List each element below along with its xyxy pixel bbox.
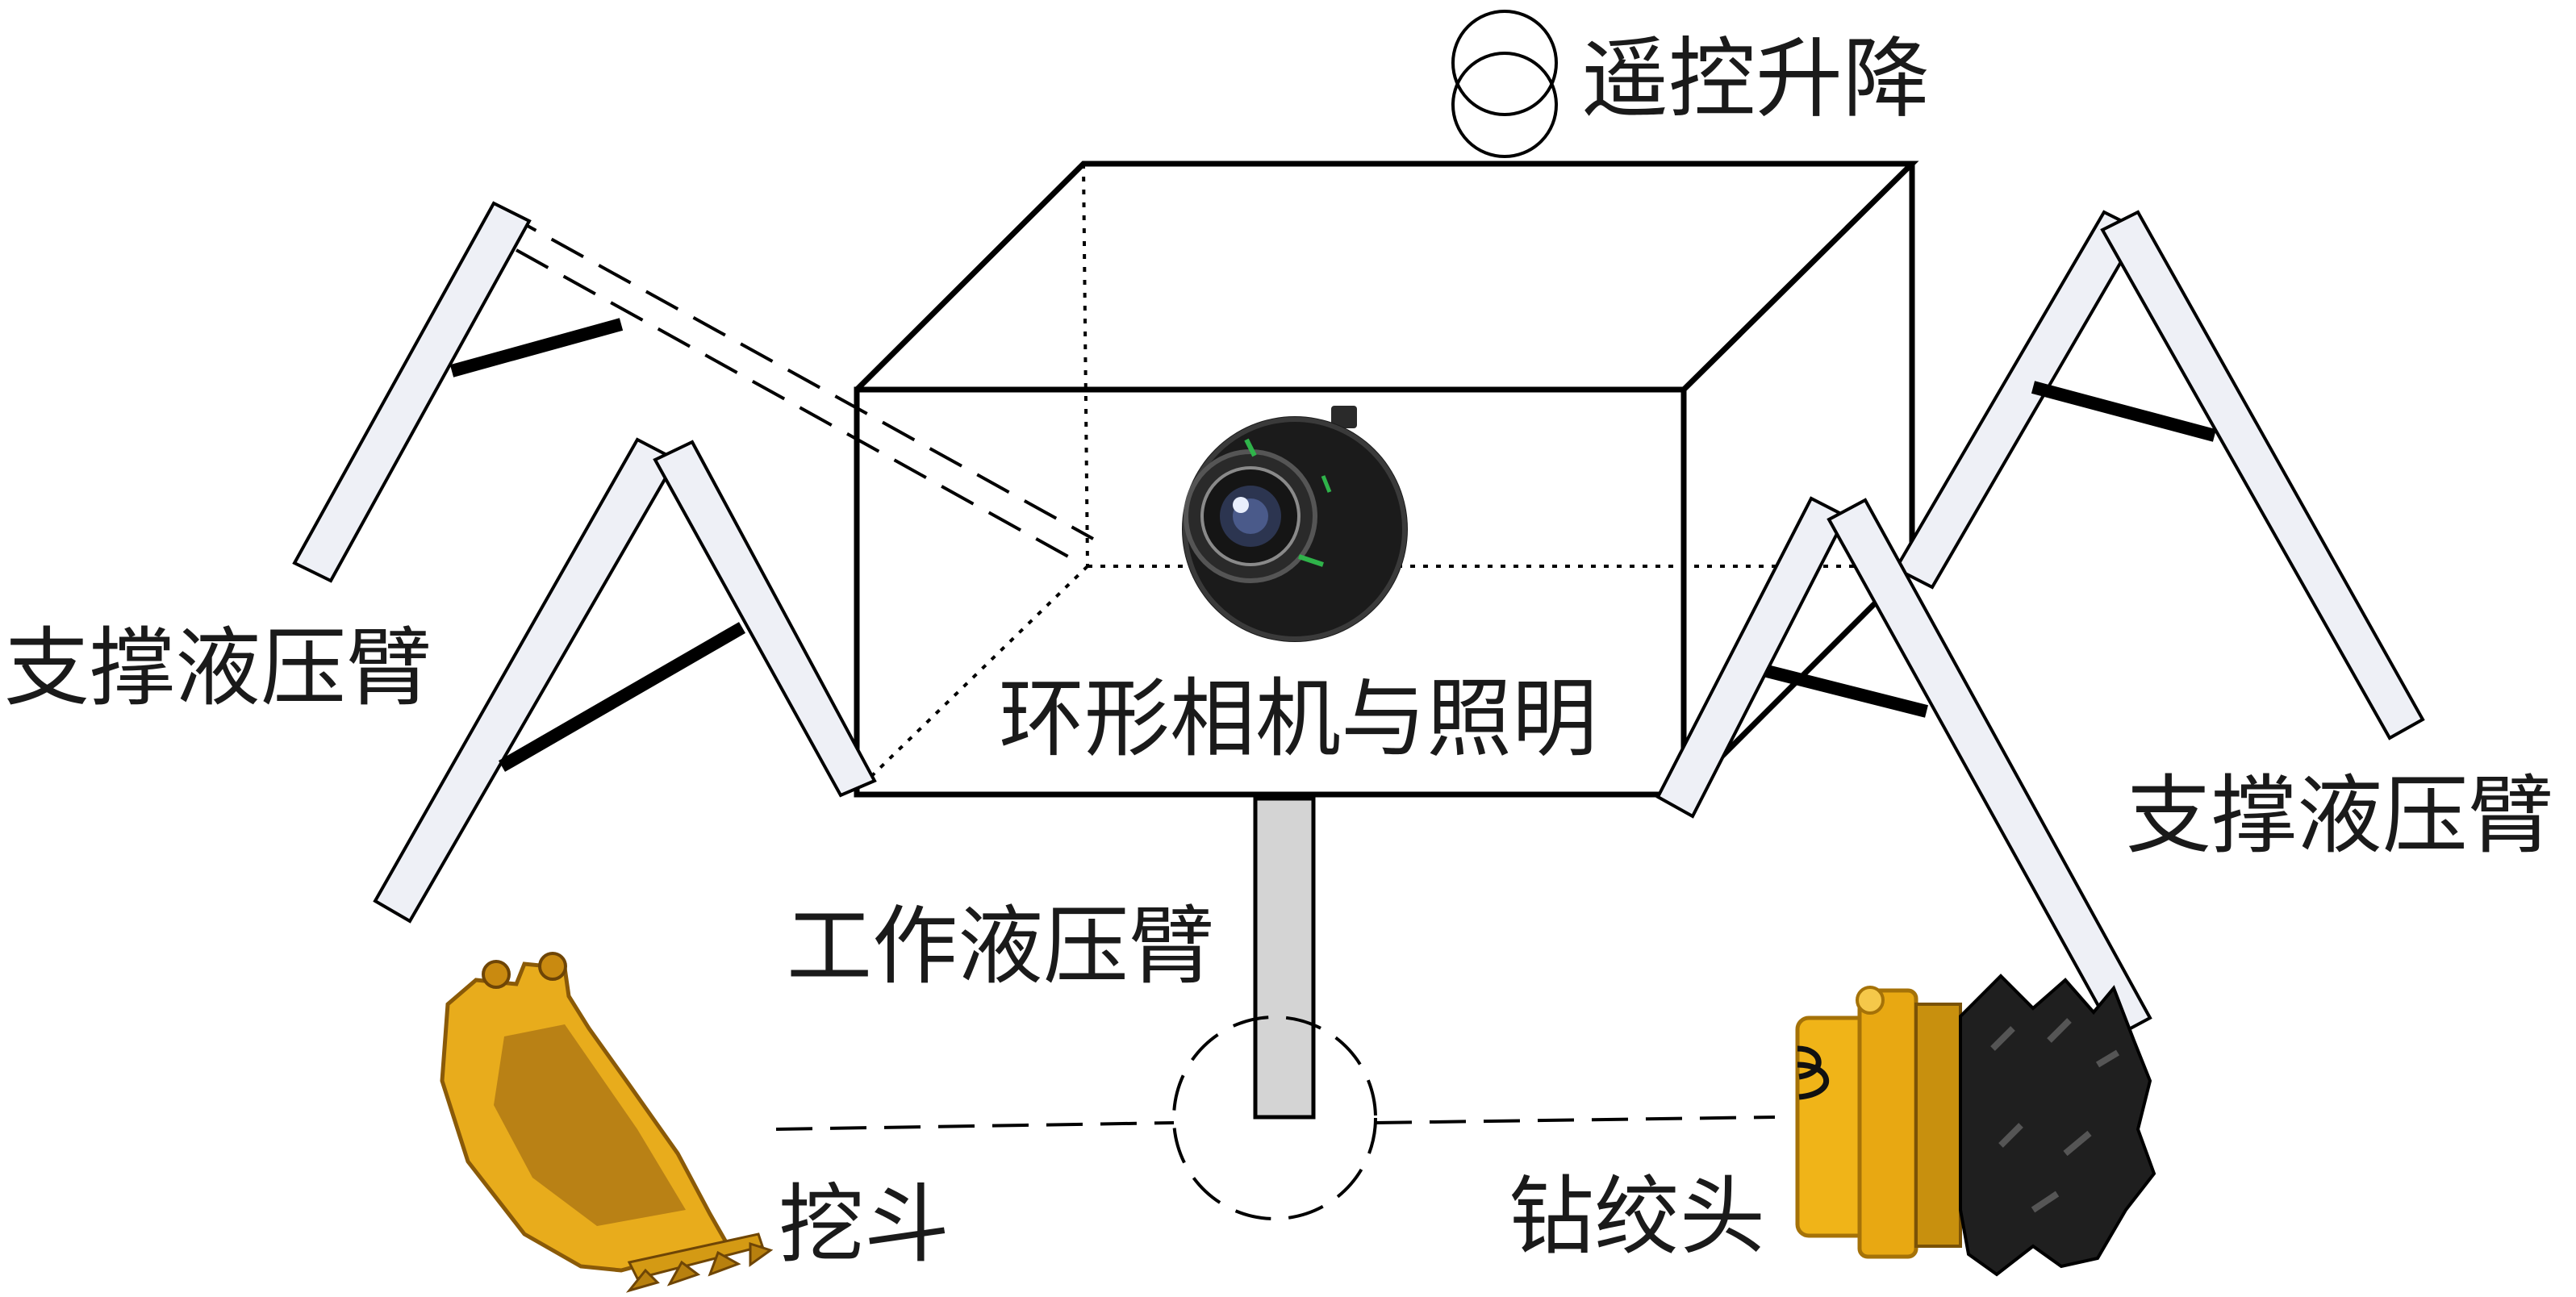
remote-lift-icon <box>1451 10 1558 158</box>
camera-lighting-label: 环形相机与照明 <box>999 669 1597 769</box>
remote-lift-label: 遥控升降 <box>1581 29 1930 130</box>
support-arm-left-rear <box>292 201 624 583</box>
support-arm-right-rear <box>1893 210 2425 740</box>
support-arm-left-front <box>373 437 877 924</box>
drill-head-label: 钻绞头 <box>1509 1167 1765 1266</box>
drill-head-icon <box>1795 974 2156 1277</box>
bucket-label: 挖斗 <box>779 1175 950 1274</box>
spherical-camera-icon <box>1182 406 1408 642</box>
support-arm-right-label: 支撑液压臂 <box>2126 766 2553 865</box>
support-arm-right-front <box>1655 496 2152 1039</box>
excavator-bucket-icon <box>440 952 774 1293</box>
rear-arm-dashed-link <box>503 211 1094 566</box>
working-arm-label: 工作液压臂 <box>787 897 1214 996</box>
working-arm <box>1253 796 1316 1120</box>
support-arm-left-label: 支撑液压臂 <box>4 619 432 718</box>
box-hidden-edges <box>855 163 1908 792</box>
tool-connection <box>775 1015 1776 1220</box>
